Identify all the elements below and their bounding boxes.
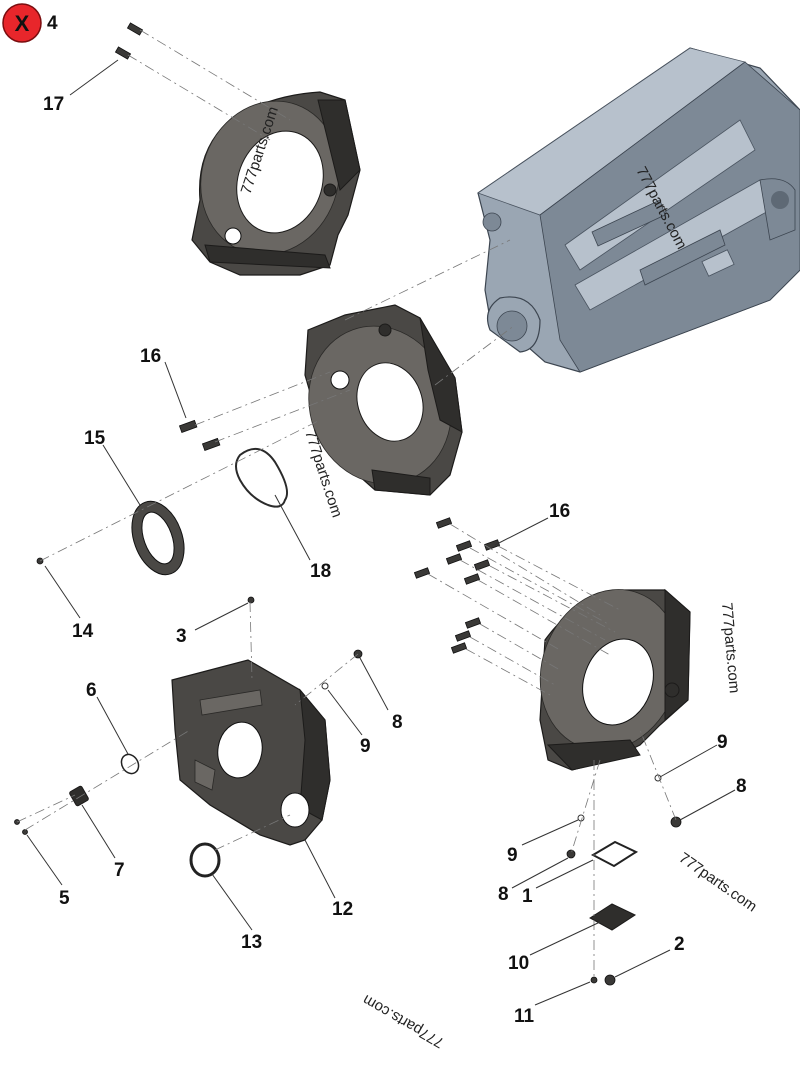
watermark-side: 777parts.com [718,602,743,694]
callout-labels: 17 16 15 18 14 3 6 8 9 7 5 12 13 16 9 8 … [43,94,747,1027]
badge-count: 4 [47,13,58,34]
callout-9-bottom: 9 [507,845,518,866]
alignment-lines [16,29,677,980]
callout-16-left: 16 [140,346,161,367]
callout-8-left: 8 [392,712,403,733]
flywheel-housing-lower-right [539,588,691,771]
flywheel-housing-top: 777parts.com [191,91,361,276]
callout-17: 17 [43,94,64,115]
callout-1: 1 [522,886,533,907]
callout-9-left: 9 [360,736,371,757]
badge-symbol: X [15,11,30,36]
callout-6: 6 [86,680,97,701]
callout-14: 14 [72,621,94,642]
removed-part-badge: X 4 [2,3,58,43]
callout-10: 10 [508,953,529,974]
plug-2 [604,974,616,986]
gasket-18 [235,447,288,508]
plug-8c [566,849,576,859]
flywheel-housing-lower-left [171,659,331,846]
callout-5: 5 [59,888,70,909]
washer-9c [577,814,585,822]
callout-12: 12 [332,899,353,920]
pin-3 [247,596,255,604]
callout-3: 3 [176,626,187,647]
plug-8b [670,816,682,828]
callout-11: 11 [514,1006,535,1027]
watermark-lower-right: 777parts.com [676,849,760,915]
gasket-1 [590,840,639,868]
engine-block: 777parts.com [477,47,800,373]
flywheel-housing-middle [304,304,463,496]
seal-ring-15 [131,500,185,576]
plug-6 [120,753,140,775]
cover-plate-10 [589,903,637,931]
watermark-bottom: 777parts.com [360,991,447,1051]
callout-15: 15 [84,428,106,449]
callout-13: 13 [241,932,262,953]
callout-8-right: 8 [736,776,747,797]
screw-5b [22,829,28,835]
washer-9a [321,682,329,690]
bolt-11 [590,976,598,984]
cover-7 [69,785,89,807]
callout-9-right: 9 [717,732,728,753]
callout-18: 18 [310,561,331,582]
callout-8-bottom: 8 [498,884,509,905]
callout-7: 7 [114,860,125,881]
callout-2: 2 [674,934,685,955]
o-ring-13 [189,842,221,878]
bolt-16-left [178,419,221,452]
bolt-set-16-right [413,517,501,654]
leader-lines [26,59,736,1006]
bolt-17-pair [114,22,144,60]
callout-16-right: 16 [549,501,570,522]
